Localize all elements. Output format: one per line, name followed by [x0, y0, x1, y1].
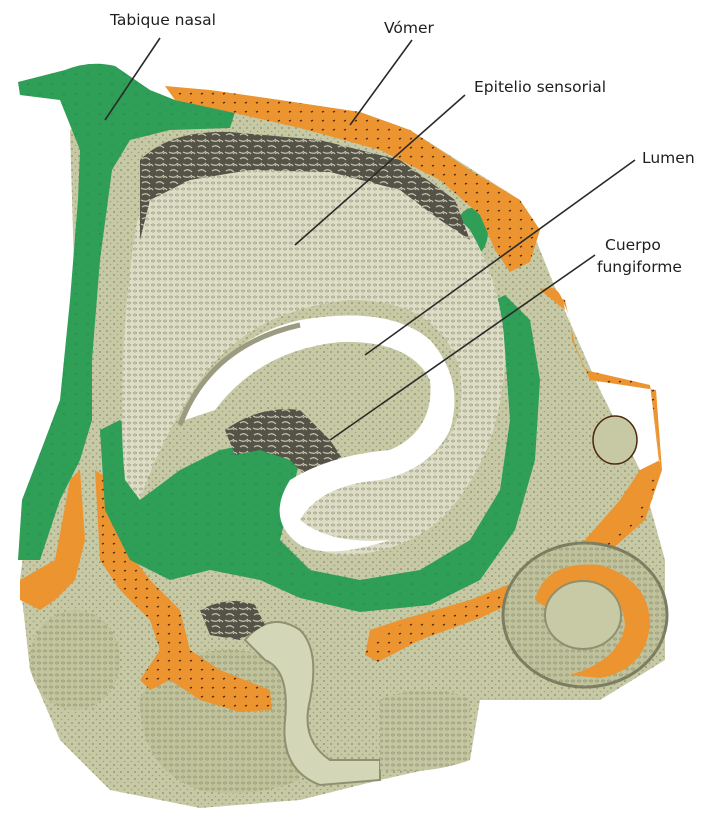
vomer-pointer [350, 40, 412, 125]
label-fungiforme: fungiforme [597, 258, 682, 276]
label-tabique-nasal: Tabique nasal [109, 11, 216, 29]
label-lumen: Lumen [642, 149, 695, 167]
turbinate-structure [503, 543, 667, 687]
label-cuerpo: Cuerpo [605, 236, 661, 254]
label-epitelio-sensorial: Epitelio sensorial [474, 78, 606, 96]
label-vomer: Vómer [384, 19, 435, 37]
